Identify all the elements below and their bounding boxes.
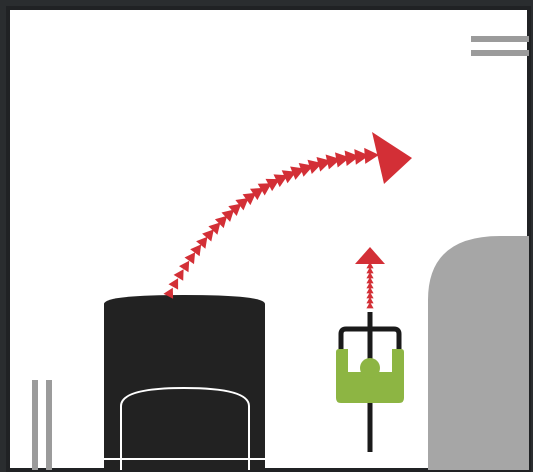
car-body — [104, 295, 265, 470]
lane-line — [32, 380, 38, 470]
lane-line — [46, 380, 52, 470]
lane-line — [471, 36, 529, 42]
car — [104, 295, 265, 470]
rider-head — [360, 358, 380, 378]
parked-vehicle — [428, 236, 529, 470]
lane-line — [471, 50, 529, 56]
